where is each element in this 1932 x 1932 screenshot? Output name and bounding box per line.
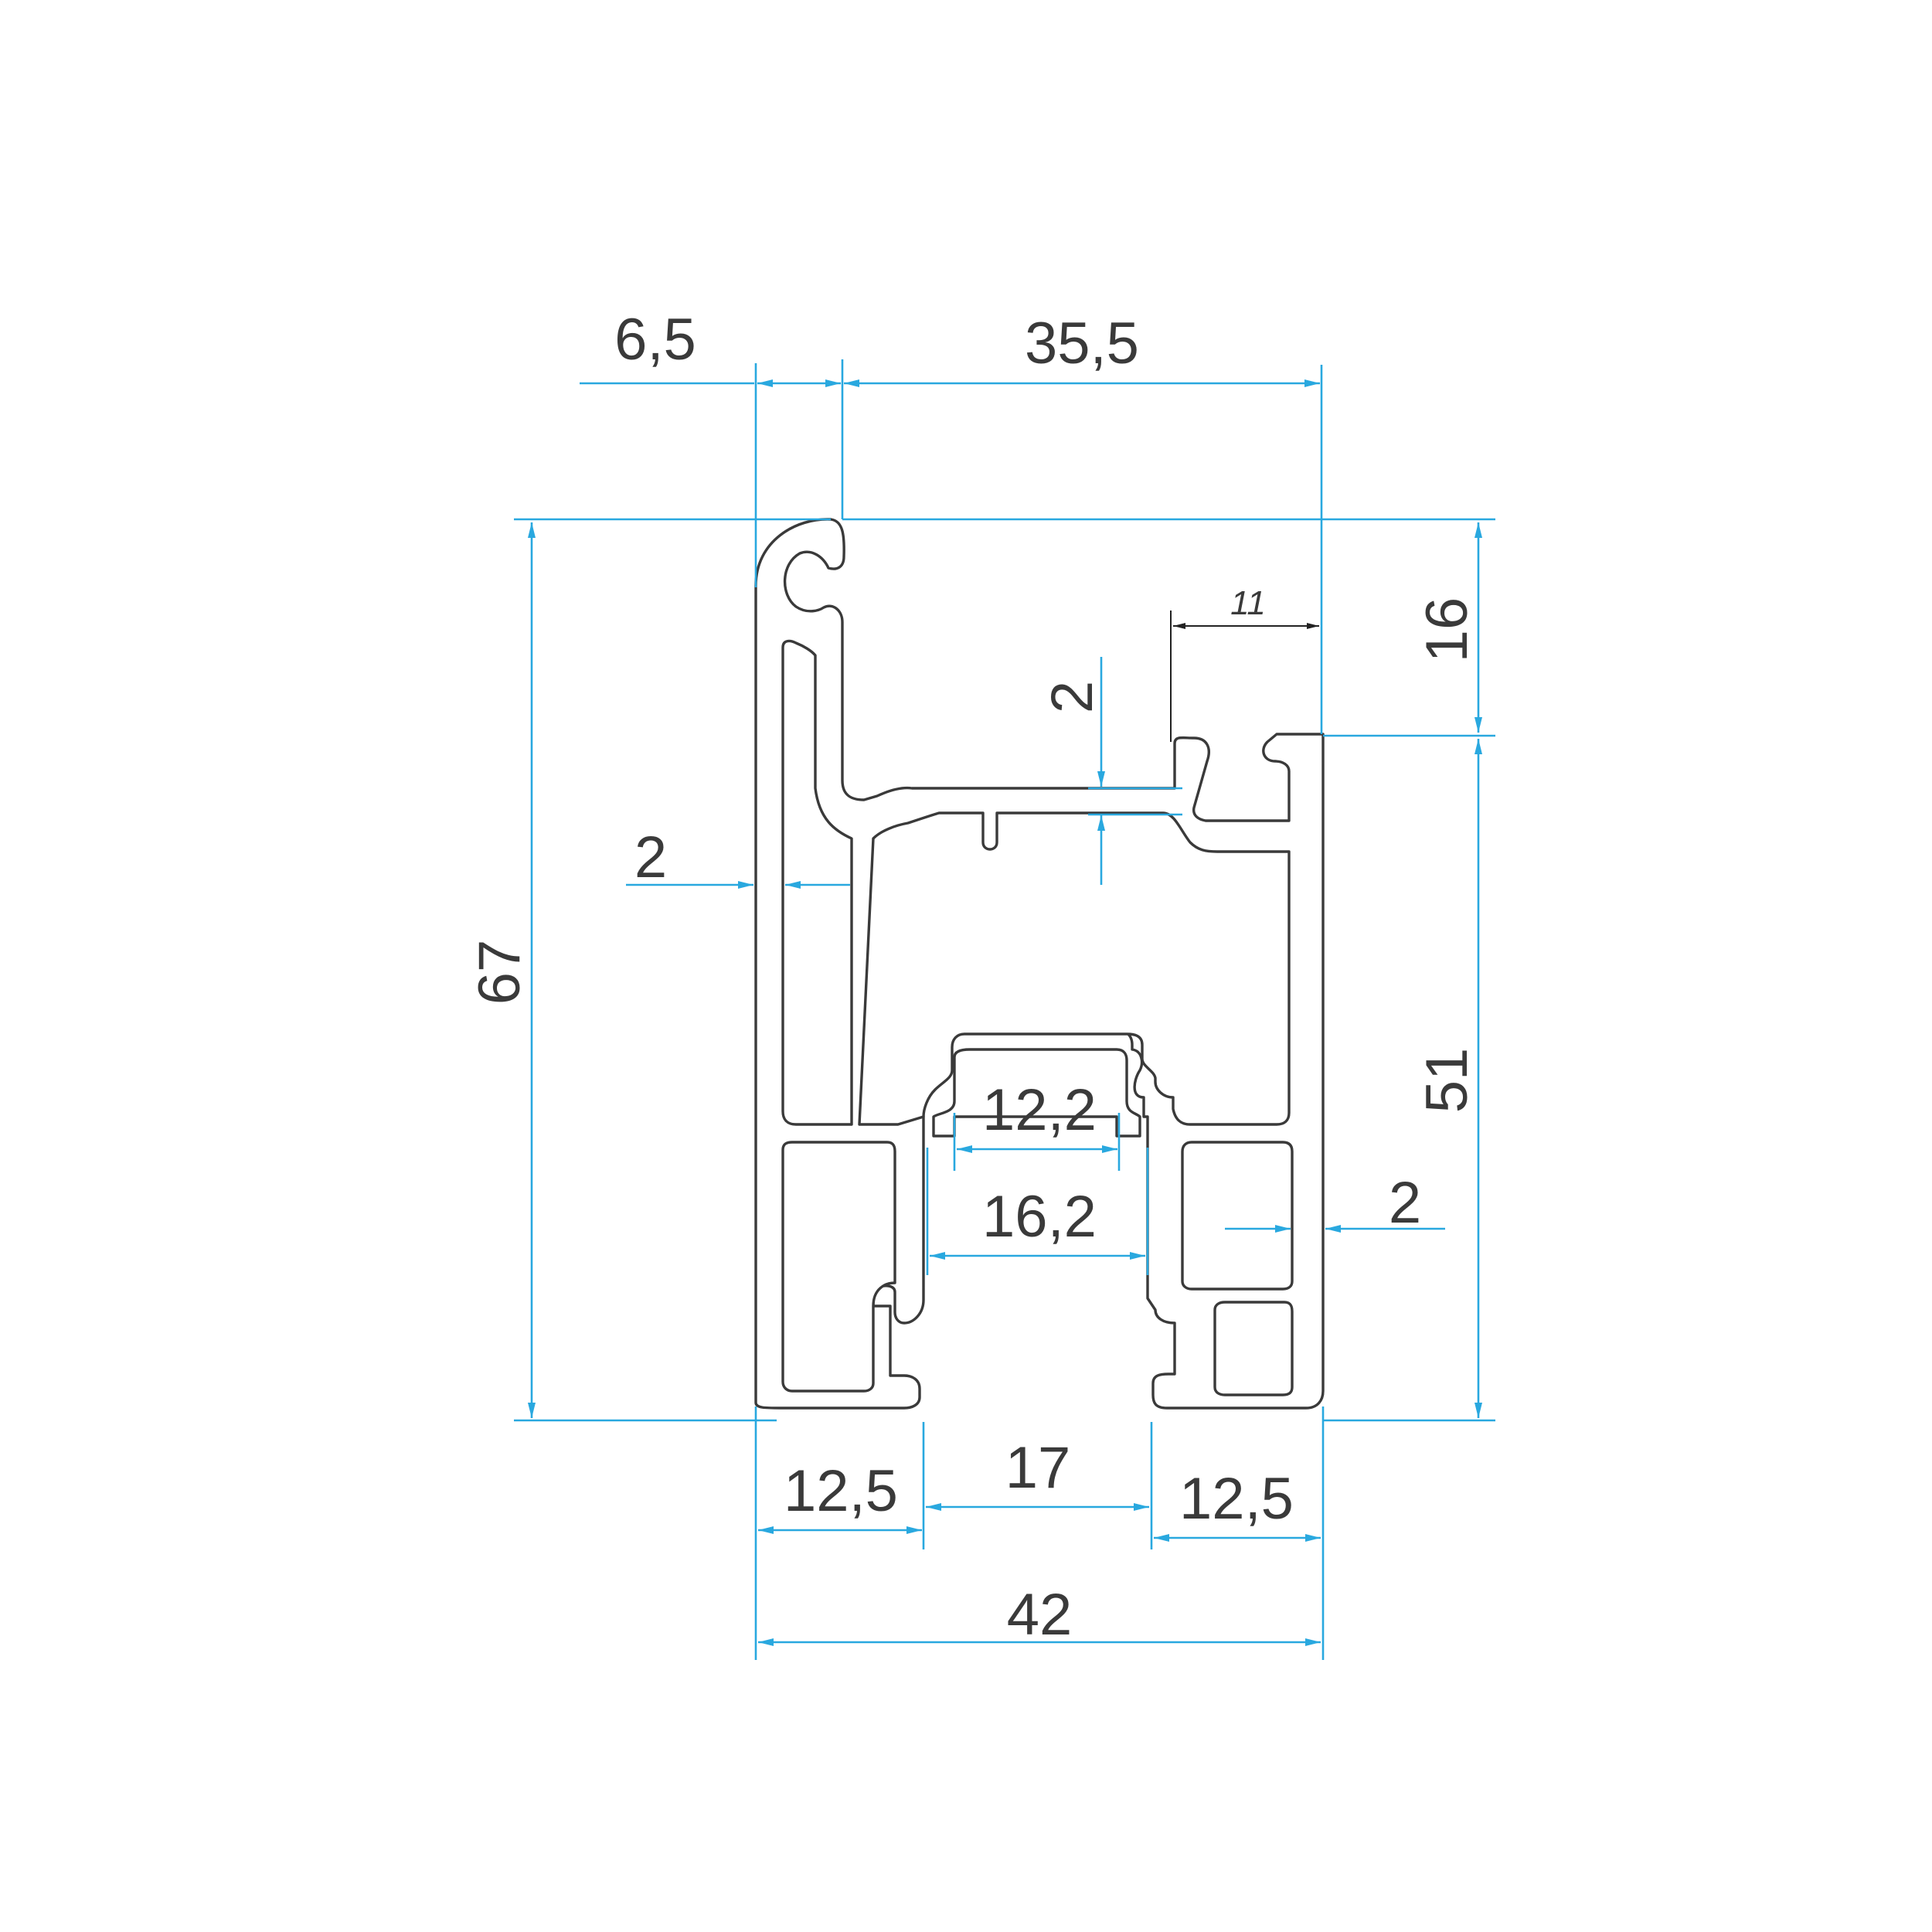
label-top-left-width: 6,5 — [614, 307, 696, 372]
label-lip-offset: 11 — [1230, 584, 1266, 622]
label-slot-wide: 16,2 — [982, 1184, 1097, 1250]
label-lower-height: 51 — [1414, 1048, 1480, 1114]
label-bottom-left: 12,5 — [784, 1458, 898, 1524]
bottom-right-small-chamber — [1213, 1301, 1294, 1396]
label-bottom-right: 12,5 — [1179, 1466, 1294, 1532]
extension-lines — [514, 359, 1495, 1660]
label-top-right-width: 35,5 — [1025, 311, 1139, 376]
label-web-thickness: 2 — [1039, 681, 1105, 713]
bottom-right-upper-chamber — [1181, 1141, 1294, 1291]
diagonal-web-slot — [858, 811, 1291, 1126]
aluminium-profile — [754, 518, 1325, 1410]
label-bottom-center: 17 — [1005, 1435, 1071, 1501]
label-overall-width: 42 — [1007, 1582, 1073, 1648]
dimension-labels: 6,5 35,5 67 16 51 2 2 2 12,2 16,2 11 12,… — [467, 307, 1480, 1648]
label-left-wall: 2 — [634, 825, 667, 890]
label-right-wall: 2 — [1389, 1170, 1421, 1236]
left-vertical-cavity — [781, 639, 853, 1126]
central-channel — [932, 1048, 1141, 1138]
label-overall-height: 67 — [467, 940, 532, 1005]
bottom-left-chamber — [781, 1141, 896, 1393]
label-slot-narrow: 12,2 — [982, 1077, 1097, 1143]
dimension-lines — [528, 379, 1482, 1646]
label-upper-height: 16 — [1414, 597, 1480, 663]
